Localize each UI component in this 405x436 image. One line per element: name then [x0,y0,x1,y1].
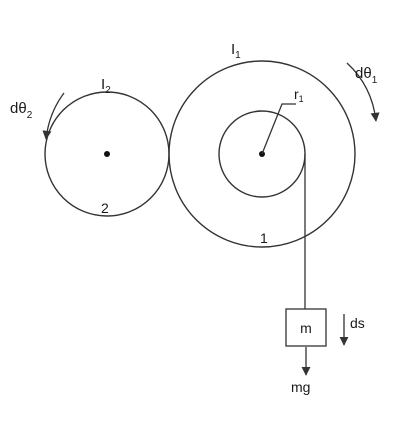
label-dtheta2: dθ2 [10,100,33,121]
label-ds: ds [350,315,365,331]
label-mg: mg [291,379,310,395]
label-wheel-1: 1 [260,230,268,246]
mass-box [285,308,327,347]
label-r1: r1 [294,86,304,104]
label-dtheta1: dθ1 [355,65,378,86]
label-mass: m [300,320,312,336]
dtheta1-arc-arrow [346,62,380,122]
wheel-2-center [104,151,110,157]
label-I1: I1 [231,41,241,61]
label-wheel-2: 2 [101,200,109,216]
label-I2: I2 [101,76,111,96]
wheel-1-outer-circle [168,60,356,248]
radius-r1-line [261,103,296,155]
dtheta2-arc-arrow [42,92,65,140]
